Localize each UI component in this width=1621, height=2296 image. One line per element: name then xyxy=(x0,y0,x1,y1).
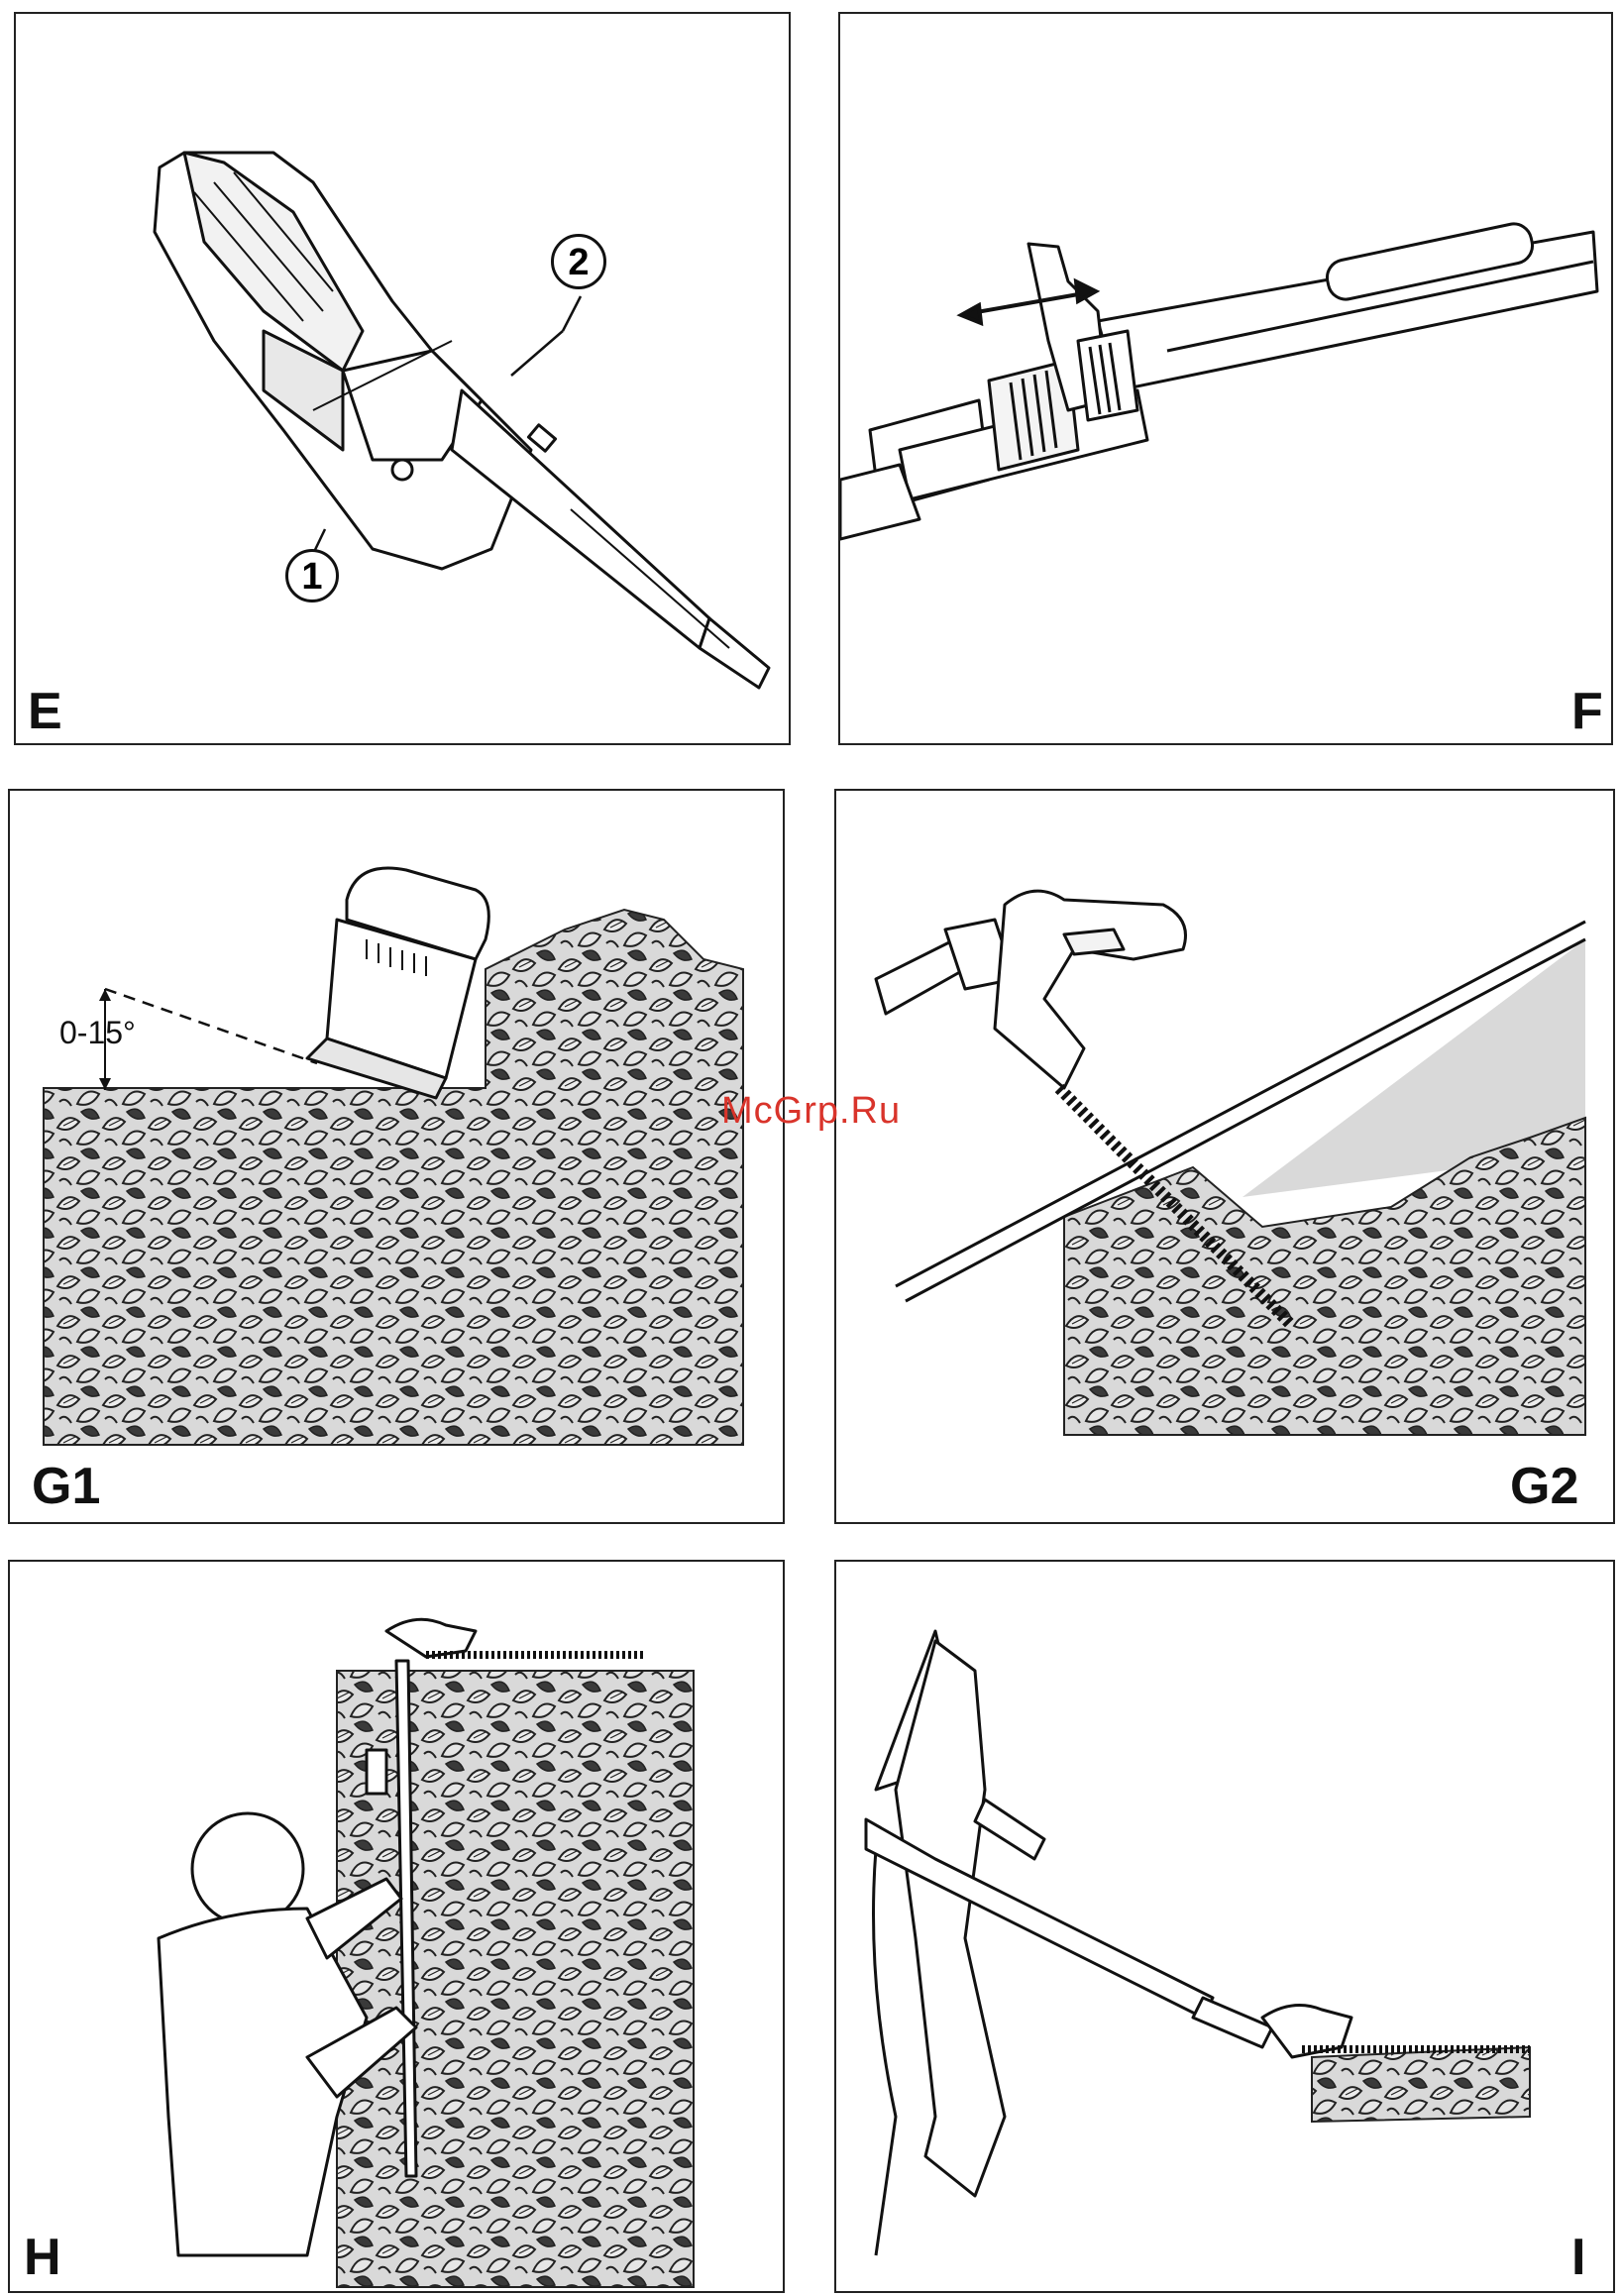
panel-f: F xyxy=(838,12,1613,745)
panel-h-label: H xyxy=(24,2232,61,2283)
panel-e: 1 2 E xyxy=(14,12,791,745)
panel-i-label: I xyxy=(1571,2232,1585,2283)
panel-g1-label: G1 xyxy=(32,1461,100,1512)
hedge-top-cut-illustration xyxy=(10,791,785,1524)
panel-f-label: F xyxy=(1571,686,1603,737)
callout-2-text: 2 xyxy=(554,242,603,284)
callout-1: 1 xyxy=(285,549,339,602)
shaft-adjust-illustration xyxy=(840,14,1613,745)
callout-1-text: 1 xyxy=(288,556,336,599)
hedge-side-cut-illustration xyxy=(836,791,1615,1524)
panel-h: H xyxy=(8,1560,785,2293)
callout-2: 2 xyxy=(551,234,606,289)
low-hedge-operator-illustration xyxy=(836,1562,1615,2293)
handle-battery-illustration xyxy=(16,14,791,745)
panel-g2: G2 xyxy=(834,789,1615,1524)
watermark-text: McGrp.Ru xyxy=(721,1090,901,1133)
panel-e-label: E xyxy=(28,686,62,737)
panel-g2-label: G2 xyxy=(1510,1461,1578,1512)
panel-i: I xyxy=(834,1560,1615,2293)
angle-label: 0-15° xyxy=(59,1015,136,1051)
tall-hedge-operator-illustration xyxy=(10,1562,785,2293)
panel-g1: 0-15° G1 xyxy=(8,789,785,1524)
